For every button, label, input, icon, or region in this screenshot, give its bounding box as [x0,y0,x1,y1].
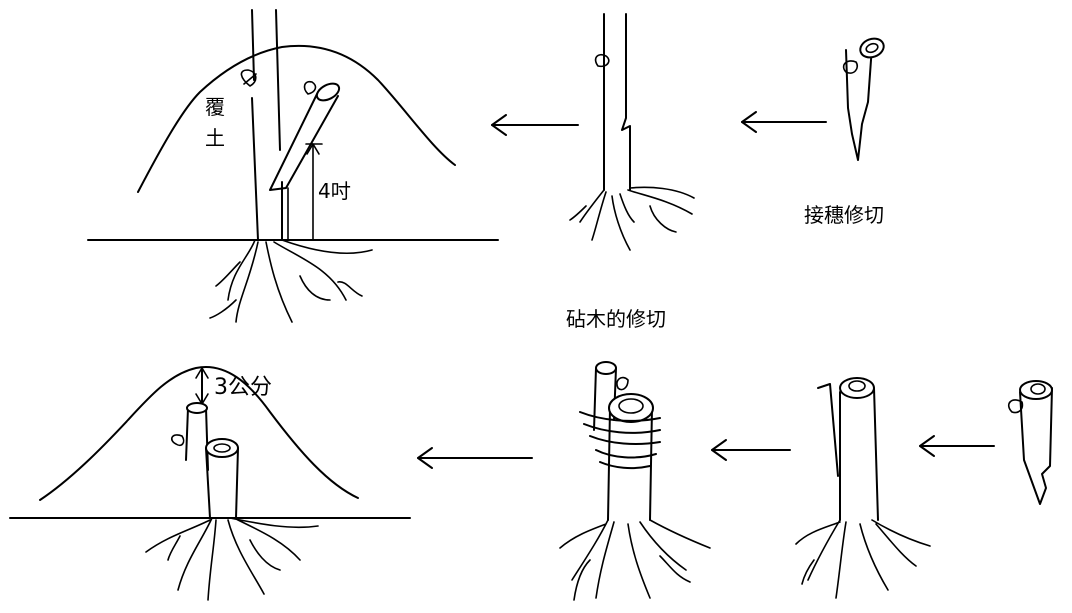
mound-3cm-panel: 3公分 [10,367,410,600]
scion-panel: 接穗修切 [804,35,886,227]
rootstock-trunk [252,10,258,240]
scion-body [846,46,872,160]
scion-bud-icon [305,82,316,94]
rootstock-trunk-right [276,10,282,240]
height-4-inch-label: 4吋 [318,179,351,203]
tied-scion-top [596,362,616,374]
arrow-left-icon [492,115,578,135]
mound-graft-panel: 覆 土 4吋 [88,10,498,322]
cleft-sliver [818,384,838,476]
cleft-stock [840,388,878,520]
rootstock-panel: 砧木的修切 [566,14,694,331]
soil-mound-curve-2 [40,367,358,500]
rootstock-roots [570,187,694,250]
trimmed-scion-panel [1009,381,1052,504]
tied-roots [560,520,710,600]
scion-trimming-label: 接穗修切 [804,203,884,227]
grafted-scion [186,408,208,470]
tied-graft-panel [560,362,710,600]
arrow-left-icon [920,436,994,456]
cleft-roots [796,520,930,598]
height-3-cm-label: 3公分 [214,375,272,400]
trimmed-scion-body [1020,388,1052,504]
cleft-rootstock-panel [796,378,930,598]
mound-soil-label-1: 覆 [205,95,225,119]
tied-stock [608,408,652,520]
tie-wrap [580,412,660,468]
arrow-left-icon [712,440,790,460]
scion-top-ring [858,35,887,60]
rootstock-trimming-label: 砧木的修切 [566,307,666,331]
rootstock-bud-icon [596,55,609,67]
grafted-scion-bud-icon [172,435,184,445]
arrow-left-icon [418,448,532,468]
stump-top [206,439,238,457]
tied-scion-bud-icon [617,378,628,390]
stump-roots [146,518,318,600]
stump [206,448,238,518]
mound-soil-label-2: 土 [205,126,225,150]
grafted-scion-top [187,403,207,413]
roots [210,240,372,322]
arrow-left-icon [742,112,826,132]
rootstock-stem [604,14,630,190]
scion-top-end [314,80,342,104]
